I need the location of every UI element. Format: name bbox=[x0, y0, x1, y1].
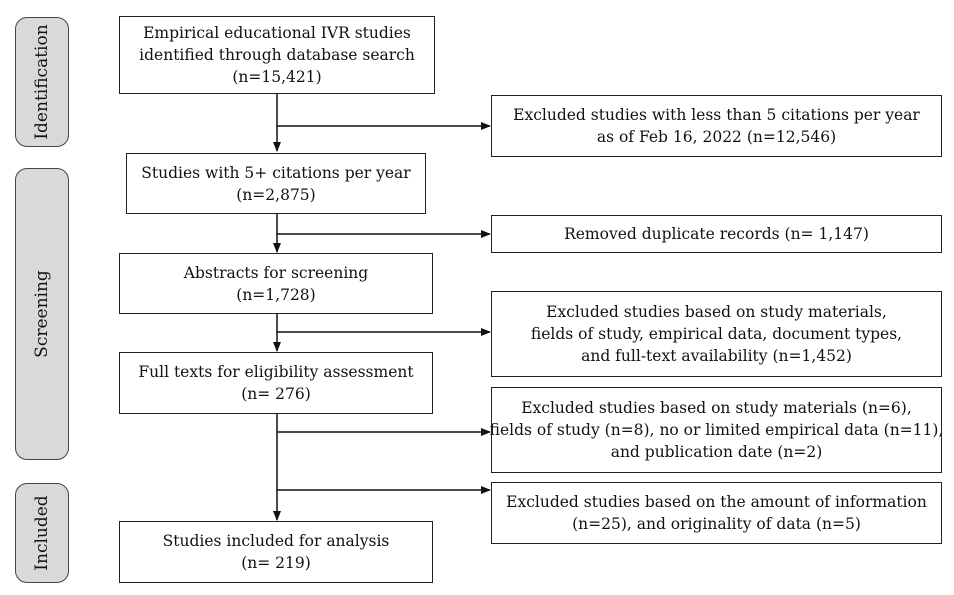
exclusion-low-citations: Excluded studies with less than 5 citati… bbox=[491, 95, 942, 157]
box-abstracts: Abstracts for screening (n=1,728) bbox=[119, 253, 433, 314]
exclusion-information: Excluded studies based on the amount of … bbox=[491, 482, 942, 544]
box-citations-line-2: (n=2,875) bbox=[236, 185, 316, 204]
box-included-line-2: (n= 219) bbox=[241, 554, 311, 572]
exclusion-screening-line-3: and full-text availability (n=1,452) bbox=[581, 347, 852, 365]
box-fulltexts: Full texts for eligibility assessment (n… bbox=[119, 352, 433, 414]
exclusion-eligibility-line-2: fields of study (n=8), no or limited emp… bbox=[489, 421, 944, 439]
box-identified-line-2: identified through database search bbox=[139, 46, 415, 64]
exclusion-information-line-2: (n=25), and originality of data (n=5) bbox=[572, 515, 861, 533]
exclusion-screening: Excluded studies based on study material… bbox=[491, 291, 942, 377]
exclusion-duplicates-line-1: Removed duplicate records (n= 1,147) bbox=[564, 225, 869, 243]
stage-screening: Screening bbox=[15, 168, 69, 460]
box-abstracts-line-2: (n=1,728) bbox=[236, 285, 316, 304]
box-identified: Empirical educational IVR studies identi… bbox=[119, 16, 435, 94]
stage-included: Included bbox=[15, 483, 69, 583]
exclusion-eligibility-line-1: Excluded studies based on study material… bbox=[521, 399, 912, 417]
box-fulltexts-line-2: (n= 276) bbox=[241, 385, 311, 403]
stage-identification: Identification bbox=[15, 17, 69, 147]
box-citations: Studies with 5+ citations per year (n=2,… bbox=[126, 153, 426, 214]
exclusion-duplicates: Removed duplicate records (n= 1,147) bbox=[491, 215, 942, 253]
exclusion-information-line-1: Excluded studies based on the amount of … bbox=[506, 493, 927, 511]
box-included: Studies included for analysis (n= 219) bbox=[119, 521, 433, 583]
box-identified-line-3: (n=15,421) bbox=[232, 68, 322, 86]
box-included-line-1: Studies included for analysis bbox=[162, 532, 390, 550]
exclusion-low-citations-line-2: as of Feb 16, 2022 (n=12,546) bbox=[596, 128, 837, 146]
box-fulltexts-line-1: Full texts for eligibility assessment bbox=[138, 363, 414, 381]
exclusion-low-citations-line-1: Excluded studies with less than 5 citati… bbox=[513, 106, 920, 124]
exclusion-eligibility-line-3: and publication date (n=2) bbox=[610, 443, 823, 461]
exclusion-eligibility: Excluded studies based on study material… bbox=[489, 387, 944, 473]
exclusion-screening-line-2: fields of study, empirical data, documen… bbox=[530, 325, 903, 343]
box-citations-line-1: Studies with 5+ citations per year bbox=[141, 163, 411, 182]
box-identified-line-1: Empirical educational IVR studies bbox=[143, 24, 411, 42]
box-abstracts-line-1: Abstracts for screening bbox=[183, 263, 369, 282]
exclusion-screening-line-1: Excluded studies based on study material… bbox=[546, 303, 887, 321]
